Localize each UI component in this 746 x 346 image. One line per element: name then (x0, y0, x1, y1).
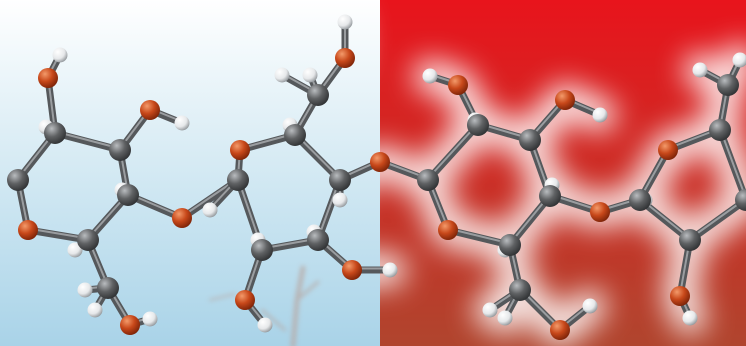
hydrogen-atom (337, 14, 353, 30)
hydrogen-atom (482, 302, 498, 318)
carbon-atom (251, 239, 273, 261)
carbon-atom (509, 279, 531, 301)
carbon-atom (97, 277, 119, 299)
oxygen-atom (590, 202, 610, 222)
oxygen-atom (670, 286, 690, 306)
carbon-atom (709, 119, 731, 141)
oxygen-atom (438, 220, 458, 240)
hydrogen-atom (274, 67, 290, 83)
oxygen-atom (342, 260, 362, 280)
carbon-atom (679, 229, 701, 251)
carbon-atom (499, 234, 521, 256)
carbon-atom (109, 139, 131, 161)
oxygen-atom (658, 140, 678, 160)
hydrogen-atom (202, 202, 218, 218)
carbon-atom (735, 189, 746, 211)
carbon-atom (629, 189, 651, 211)
oxygen-atom (550, 320, 570, 340)
atoms (7, 14, 746, 340)
carbon-atom (467, 114, 489, 136)
oxygen-atom (18, 220, 38, 240)
bond (51, 129, 124, 154)
hydrogen-atom (332, 192, 348, 208)
oxygen-atom (230, 140, 250, 160)
carbon-atom (717, 74, 739, 96)
hydrogen-atom (87, 302, 103, 318)
oxygen-atom (448, 75, 468, 95)
hydrogen-atom (592, 107, 608, 123)
oxygen-atom (370, 152, 390, 172)
carbon-atom (307, 229, 329, 251)
hydrogen-atom (692, 62, 708, 78)
carbon-atom (7, 169, 29, 191)
hydrogen-atom (302, 67, 318, 83)
hydrogen-atom (682, 310, 698, 326)
hydrogen-atom (77, 282, 93, 298)
carbon-atom (519, 129, 541, 151)
carbon-atom (117, 184, 139, 206)
twig-silhouette (209, 265, 320, 346)
hydrogen-atom (67, 242, 83, 258)
oxygen-atom (140, 100, 160, 120)
oxygen-atom (38, 68, 58, 88)
carbon-atom (227, 169, 249, 191)
hydrogen-atom (257, 317, 273, 333)
hydrogen-atom (52, 47, 68, 63)
bond-highlight (719, 127, 746, 200)
bond (686, 196, 746, 244)
hydrogen-atom (582, 298, 598, 314)
oxygen-atom (555, 90, 575, 110)
hydrogen-atom (174, 115, 190, 131)
carbon-atom (77, 229, 99, 251)
hydrogen-atom (382, 262, 398, 278)
carbon-atom (307, 84, 329, 106)
oxygen-atom (235, 290, 255, 310)
oxygen-atom (120, 315, 140, 335)
oxygen-atom (172, 208, 192, 228)
bond (424, 121, 482, 184)
hydrogen-atom (497, 310, 513, 326)
bond-highlight (427, 122, 479, 180)
bond-highlight (447, 227, 511, 245)
carbon-atom (539, 185, 561, 207)
carbon-atom (417, 169, 439, 191)
hydrogen-atom (732, 52, 746, 68)
carbon-atom (44, 122, 66, 144)
hydrogen-atom (142, 311, 158, 327)
carbon-atom (329, 169, 351, 191)
oxygen-atom (335, 48, 355, 68)
carbon-atom (284, 124, 306, 146)
hydrogen-atom (422, 68, 438, 84)
